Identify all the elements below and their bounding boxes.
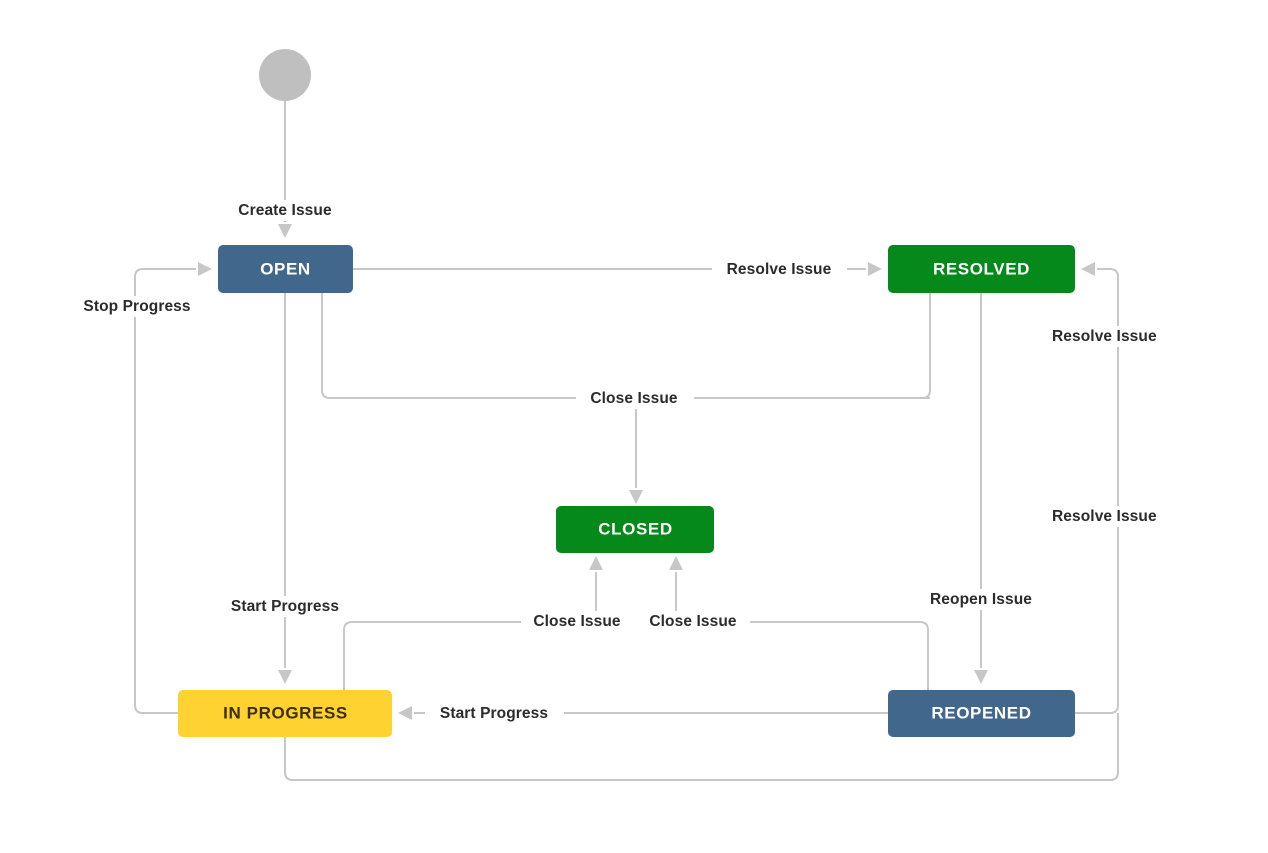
label-bg-start-progress-left bbox=[216, 596, 355, 617]
arrow-open-resolved bbox=[868, 262, 882, 276]
arrow-reopened-resolved bbox=[1081, 262, 1095, 276]
edge-label-start-progress-left: Start Progress bbox=[231, 598, 339, 615]
edge-reopened-resolved-line bbox=[1075, 268, 1119, 714]
edge-label-reopen-issue: Reopen Issue bbox=[930, 591, 1032, 608]
label-bg-resolve-issue-right-lower bbox=[1050, 506, 1184, 527]
label-bg-close-issue-mid bbox=[576, 388, 694, 409]
state-node-in-progress[interactable]: IN PROGRESS bbox=[178, 690, 392, 737]
state-node-open[interactable]: OPEN bbox=[218, 245, 353, 293]
label-bg-reopen-issue bbox=[915, 589, 1049, 610]
state-node-closed[interactable]: CLOSED bbox=[556, 506, 714, 553]
transition-inprogress-to-open bbox=[134, 262, 212, 714]
arrow-inprogress-open bbox=[198, 262, 212, 276]
edge-label-start-progress-bottom: Start Progress bbox=[440, 705, 548, 722]
edge-label-resolve-issue-right-lower: Resolve Issue bbox=[1052, 508, 1157, 525]
edge-inprogress-open-line bbox=[134, 268, 196, 714]
transition-closed-inbound-top bbox=[629, 398, 643, 504]
label-bg-start-progress-bottom bbox=[425, 703, 564, 724]
arrow-into-closed-top bbox=[629, 490, 643, 504]
state-node-reopened[interactable]: REOPENED bbox=[888, 690, 1075, 737]
label-bg-stop-progress bbox=[70, 296, 208, 317]
edge-open-closed-line bbox=[321, 293, 930, 399]
edge-reopened-closed-line bbox=[676, 621, 929, 690]
edge-label-stop-progress: Stop Progress bbox=[83, 298, 190, 315]
label-bg-close-issue-right bbox=[637, 611, 750, 632]
edge-inprogress-resolved-line bbox=[284, 713, 1119, 781]
state-box-resolved[interactable] bbox=[888, 245, 1075, 293]
label-bg-resolve-issue-right-upper bbox=[1050, 326, 1184, 347]
transition-open-to-closed bbox=[321, 293, 930, 399]
transition-open-to-inprogress bbox=[278, 293, 292, 684]
arrow-resolved-reopened bbox=[974, 670, 988, 684]
transition-resolved-to-reopened bbox=[974, 293, 988, 684]
transition-inprogress-to-resolved bbox=[284, 713, 1119, 781]
label-bg-close-issue-left bbox=[521, 611, 634, 632]
arrow-create-issue bbox=[278, 224, 292, 238]
arrow-open-inprogress bbox=[278, 670, 292, 684]
edge-resolved-closed-line bbox=[636, 293, 931, 399]
edge-label-create-issue: Create Issue bbox=[238, 202, 332, 219]
arrow-inprogress-closed bbox=[589, 556, 603, 570]
state-box-in-progress[interactable] bbox=[178, 690, 392, 737]
transition-reopened-to-resolved bbox=[1075, 262, 1119, 714]
state-box-reopened[interactable] bbox=[888, 690, 1075, 737]
label-bg-resolve-issue-top bbox=[712, 259, 847, 280]
edge-inprogress-closed-line bbox=[343, 621, 596, 690]
edge-label-close-issue-left: Close Issue bbox=[533, 613, 621, 630]
state-box-open[interactable] bbox=[218, 245, 353, 293]
arrow-reopened-closed bbox=[669, 556, 683, 570]
arrow-reopened-inprogress bbox=[398, 706, 412, 720]
edge-label-resolve-issue-right-upper: Resolve Issue bbox=[1052, 328, 1157, 345]
label-bg-create-issue bbox=[226, 200, 344, 221]
state-node-resolved[interactable]: RESOLVED bbox=[888, 245, 1075, 293]
edge-label-close-issue-right: Close Issue bbox=[649, 613, 737, 630]
edge-label-resolve-issue-top: Resolve Issue bbox=[727, 261, 832, 278]
transition-resolved-to-closed-join bbox=[636, 293, 931, 399]
state-box-closed[interactable] bbox=[556, 506, 714, 553]
start-node-circle[interactable] bbox=[259, 49, 311, 101]
edge-label-close-issue-mid: Close Issue bbox=[590, 390, 678, 407]
